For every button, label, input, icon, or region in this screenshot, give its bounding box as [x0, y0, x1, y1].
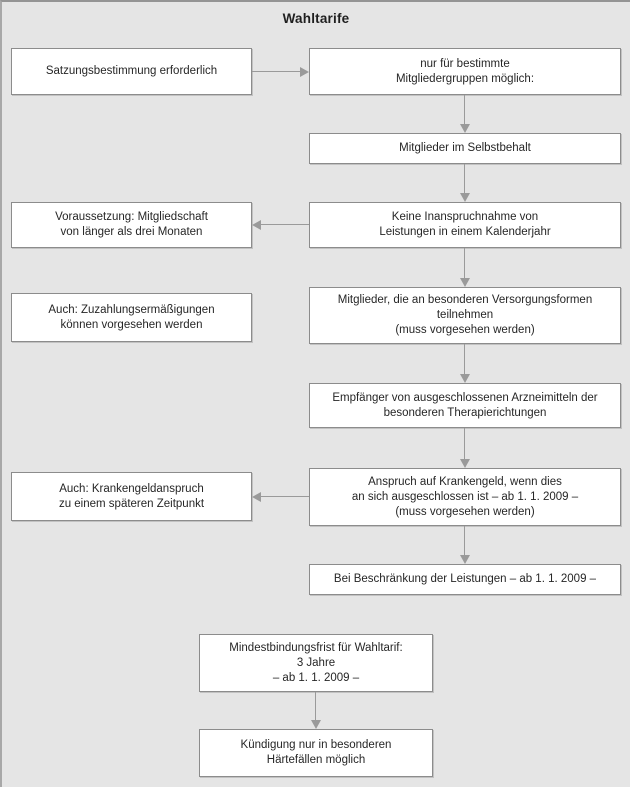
box-zuzahlungsermaessigungen: Auch: Zuzahlungsermäßigungen können vorg…: [11, 293, 252, 342]
arrow-down-icon: [460, 124, 470, 133]
arrow-krankengeld-to-beschraenkung-stem: [464, 526, 465, 555]
box-beschraenkung-leistungen: Bei Beschränkung der Leistungen – ab 1. …: [309, 564, 621, 595]
arrow-left-icon: [252, 492, 261, 502]
box-besondere-versorgungsformen: Mitglieder, die an besonderen Versorgung…: [309, 287, 621, 344]
arrow-right-icon: [300, 67, 309, 77]
arrow-krankengeld-to-spaeter-stem: [261, 496, 309, 497]
box-anspruch-krankengeld: Anspruch auf Krankengeld, wenn dies an s…: [309, 468, 621, 526]
arrow-down-icon: [460, 278, 470, 287]
box-empfaenger-arzneimittel: Empfänger von ausgeschlossenen Arzneimit…: [309, 383, 621, 428]
arrow-versorgungsformen-to-empfaenger-stem: [464, 344, 465, 374]
arrow-left-icon: [252, 220, 261, 230]
box-selbstbehalt: Mitglieder im Selbstbehalt: [309, 133, 621, 164]
arrow-inanspruchnahme-to-voraussetzung-stem: [261, 224, 309, 225]
box-keine-inanspruchnahme: Keine Inanspruchnahme von Leistungen in …: [309, 202, 621, 248]
box-mindestbindungsfrist: Mindestbindungsfrist für Wahltarif: 3 Ja…: [199, 634, 433, 692]
box-mitgliedergruppen: nur für bestimmte Mitgliedergruppen mögl…: [309, 48, 621, 95]
box-satzungsbestimmung: Satzungsbestimmung erforderlich: [11, 48, 252, 95]
arrow-mindestbindungsfrist-to-kuendigung-stem: [315, 692, 316, 720]
page-title: Wahltarife: [282, 11, 350, 26]
arrow-down-icon: [460, 193, 470, 202]
arrow-selbstbehalt-to-inanspruchnahme-stem: [464, 164, 465, 193]
arrow-down-icon: [460, 555, 470, 564]
arrow-down-icon: [311, 720, 321, 729]
box-krankengeldanspruch-spaeter: Auch: Krankengeldanspruch zu einem späte…: [11, 472, 252, 521]
arrow-down-icon: [460, 374, 470, 383]
arrow-empfaenger-to-krankengeld-stem: [464, 428, 465, 459]
arrow-mitgliedergruppen-to-selbstbehalt-stem: [464, 95, 465, 124]
arrow-satzung-to-mitgliedergruppen-stem: [252, 71, 300, 72]
arrow-inanspruchnahme-to-versorgungsformen-stem: [464, 248, 465, 278]
arrow-down-icon: [460, 459, 470, 468]
box-voraussetzung-mitgliedschaft: Voraussetzung: Mitgliedschaft von länger…: [11, 202, 252, 248]
box-kuendigung-haertefaelle: Kündigung nur in besonderen Härtefällen …: [199, 729, 433, 777]
